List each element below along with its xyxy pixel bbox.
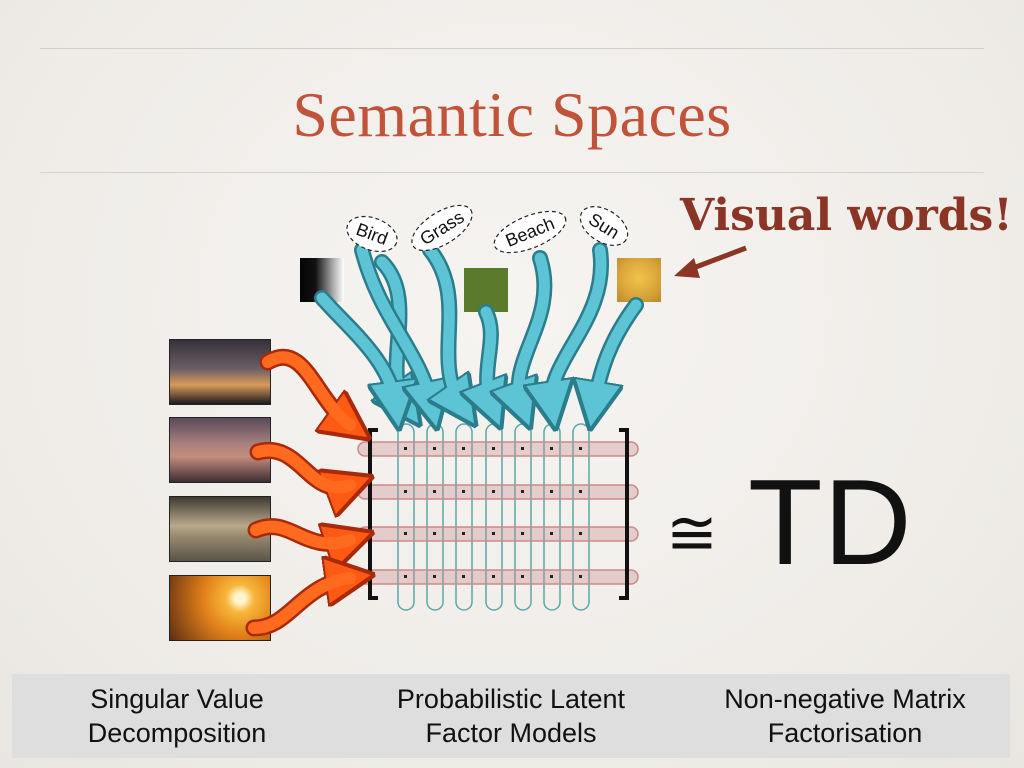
word-arrow-grass-fill: [424, 244, 468, 412]
row-band: [357, 484, 639, 500]
word-arrow-green-fill: [480, 306, 498, 412]
footer-item-svd: Singular Value Decomposition: [12, 682, 342, 750]
image-arrow-3-fill: [250, 520, 356, 550]
footer-line: Decomposition: [87, 718, 267, 748]
footer-line: Factor Models: [425, 718, 597, 748]
image-arrows: [245, 348, 356, 637]
footer-line: Non-negative Matrix: [724, 684, 966, 714]
footer-item-nmf: Non-negative Matrix Factorisation: [680, 682, 1010, 750]
word-arrow-sun-fill: [546, 244, 607, 412]
word-bubble-bird: Bird: [346, 215, 398, 253]
top-rule: [40, 48, 984, 49]
arrow-left-icon: [674, 245, 747, 278]
matrix-row: [404, 490, 582, 493]
footer-line: Factorisation: [767, 718, 923, 748]
row-band: [357, 526, 639, 542]
word-bubble-beach: Beach: [493, 210, 567, 254]
row-band: [357, 569, 639, 585]
matrix-row: [404, 575, 582, 578]
footer-item-plfm: Probabilistic Latent Factor Models: [346, 682, 676, 750]
image-arrow-1-fill: [262, 351, 356, 431]
sunset-photo-tree: [170, 340, 270, 404]
footer-line: Singular Value: [90, 684, 264, 714]
image-arrow-4-fill: [248, 572, 356, 634]
matrix-row: [404, 447, 582, 450]
visual-words-callout: Visual words!: [680, 190, 1013, 241]
word-bubble-sun: Sun: [579, 206, 629, 246]
word-arrow-beach-fill: [513, 252, 550, 412]
title-rule: [40, 172, 984, 173]
row-bands: [357, 441, 639, 585]
footer-line: Probabilistic Latent: [396, 684, 626, 714]
matrix-entries: [404, 447, 582, 578]
image-arrow-2-fill: [252, 444, 356, 494]
word-arrows: [314, 242, 644, 412]
slide-title: Semantic Spaces: [292, 79, 732, 150]
word-bubbles: Bird Grass Beach Sun: [346, 204, 629, 254]
word-arrow-dark-fill: [316, 292, 402, 412]
row-band: [357, 441, 639, 457]
word-arrow-gold-fill: [588, 299, 642, 412]
word-bubble-grass: Grass: [411, 204, 473, 252]
method-footer: Singular Value Decomposition Probabilist…: [12, 674, 1010, 758]
approx-equal-symbol: ≅: [666, 496, 718, 569]
matrix-row: [404, 532, 582, 535]
gold-swatch: [617, 258, 661, 302]
td-label: TD: [748, 454, 913, 590]
